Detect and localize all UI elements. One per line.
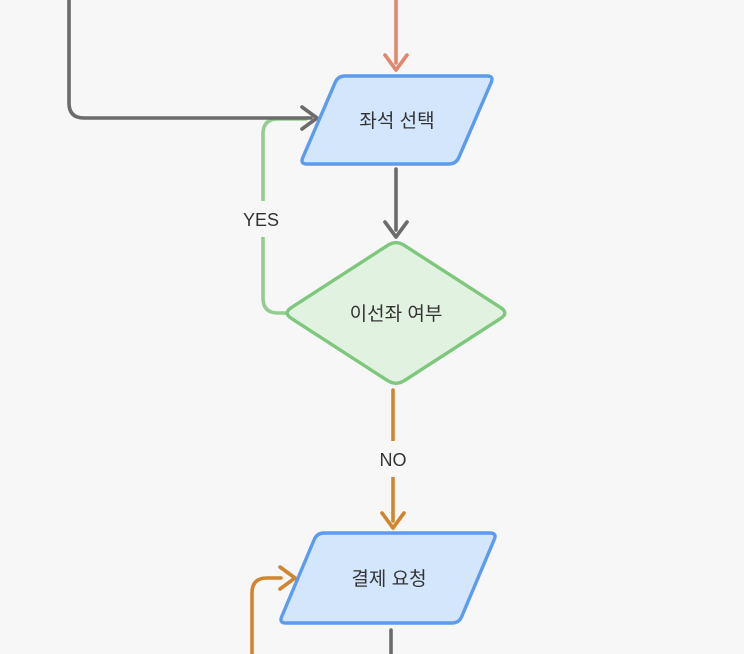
node-seat-selection bbox=[300, 74, 494, 166]
edge-no-orange-arrowhead bbox=[380, 511, 406, 530]
node-seat-taken-decision-label: 이선좌 여부 bbox=[350, 303, 443, 325]
edge-to-decision-gray-arrowhead bbox=[383, 220, 409, 239]
edge-label-no-bg bbox=[371, 441, 416, 477]
node-seat-taken-decision bbox=[285, 241, 507, 385]
edge-label-yes: YES bbox=[243, 210, 279, 230]
edge-start-salmon-arrowhead bbox=[383, 53, 409, 72]
edge-label-yes-bg bbox=[237, 201, 286, 237]
node-seat-selection-label: 좌석 선택 bbox=[359, 110, 434, 132]
node-payment-request bbox=[279, 531, 497, 625]
edge-label-no: NO bbox=[380, 450, 407, 470]
node-payment-request-label: 결제 요청 bbox=[351, 568, 426, 590]
edge-retry-orange-arrowhead bbox=[278, 565, 297, 591]
edge-entry-gray-arrowhead bbox=[300, 105, 319, 131]
edge-entry-gray bbox=[67, 0, 313, 120]
edge-retry-orange bbox=[250, 576, 283, 654]
